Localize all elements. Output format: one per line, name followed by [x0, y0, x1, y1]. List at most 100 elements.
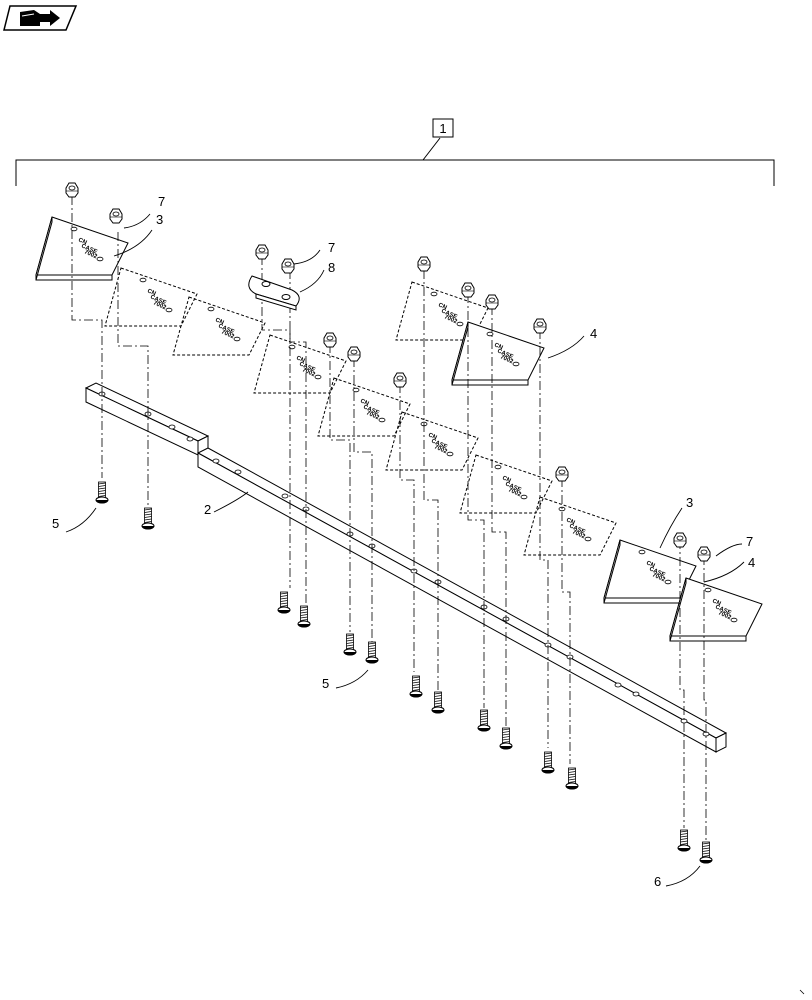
- carriage-bolt: [541, 751, 555, 774]
- section-stamp-text: CN: [77, 237, 87, 246]
- nut-nyloc: [281, 258, 295, 274]
- knife-sections: CNCASE7002CNCASE7002CNCASE7002CNCASE7002…: [35, 216, 763, 642]
- nut-nyloc: [417, 256, 431, 272]
- section-stamp-text: 7002: [301, 367, 316, 378]
- section-stamp-text: CN: [295, 355, 305, 364]
- section-stamp-text: CN: [645, 560, 655, 569]
- bar-hole: [281, 493, 289, 499]
- centerline: [703, 556, 707, 846]
- callout-nut-center: 7: [328, 240, 335, 255]
- bar-hole: [168, 424, 176, 430]
- callout-clip: 8: [328, 260, 335, 275]
- bar-hole: [186, 436, 194, 442]
- callout-bolt-end: 6: [654, 874, 661, 889]
- carriage-bolt: [477, 709, 491, 732]
- callout-bolt-left: 5: [52, 516, 59, 531]
- centerline: [561, 478, 571, 764]
- nut-nyloc: [533, 318, 547, 334]
- callout-section-right: 3: [686, 495, 693, 510]
- nut-nyloc: [65, 182, 79, 198]
- carriage-bolt: [677, 829, 691, 852]
- centerline: [539, 330, 549, 748]
- callout-bolt-mid: 5: [322, 676, 329, 691]
- fasteners: [65, 182, 713, 864]
- centerline: [329, 344, 351, 632]
- centerline: [71, 196, 103, 478]
- section-stamp-text: 7002: [83, 249, 98, 260]
- nut-nyloc: [461, 282, 475, 298]
- section-stamp-text: CN: [427, 432, 437, 441]
- callouts: 7 3 7 8 4 2 3 7 4 5 5 6: [52, 194, 755, 889]
- assembly-bracket: 1: [15, 118, 775, 186]
- section-stamp-text: CN: [437, 302, 447, 311]
- nut-nyloc: [393, 372, 407, 388]
- section-stamp-text: CN: [501, 475, 511, 484]
- corner-mark: [799, 989, 805, 995]
- nut-nyloc: [109, 208, 123, 224]
- bar-hole: [234, 469, 242, 475]
- callout-nut-right: 7: [746, 534, 753, 549]
- callout-section-a: 4: [590, 326, 597, 341]
- centerline: [423, 270, 439, 690]
- centerline: [491, 306, 507, 726]
- section-stamp-text: 7002: [433, 444, 448, 455]
- section-stamp-text: CN: [359, 398, 369, 407]
- nut-nyloc: [255, 244, 269, 260]
- carriage-bolt: [95, 481, 109, 504]
- section-stamp-text: 7002: [220, 329, 235, 340]
- carriage-bolt: [699, 841, 713, 864]
- carriage-bolt: [297, 605, 311, 628]
- nut-nyloc: [347, 346, 361, 362]
- carriage-bolt: [365, 641, 379, 664]
- centerline: [399, 384, 415, 672]
- nut-nyloc: [323, 332, 337, 348]
- centerline: [289, 270, 307, 604]
- section-stamp-text: 7002: [152, 300, 167, 311]
- centerlines: [71, 196, 707, 846]
- nut-nyloc: [673, 532, 687, 548]
- centerline: [467, 294, 485, 708]
- section-stamp-text: 7002: [499, 354, 514, 365]
- knife-bar-right: [196, 447, 728, 753]
- section-stamp-text: CN: [146, 288, 156, 297]
- nut-nyloc: [485, 294, 499, 310]
- carriage-bolt: [565, 767, 579, 790]
- assembly-label: 1: [439, 121, 446, 136]
- carriage-bolt: [409, 675, 423, 698]
- section-stamp-text: CN: [214, 317, 224, 326]
- section-stamp-text: CN: [493, 342, 503, 351]
- nut-nyloc: [555, 466, 569, 482]
- section-stamp-text: 7002: [365, 410, 380, 421]
- nav-book-button[interactable]: [3, 5, 78, 31]
- centerline: [353, 358, 373, 648]
- callout-nut-left: 7: [158, 194, 165, 209]
- bar-hole: [614, 682, 622, 688]
- section-stamp-text: 7002: [443, 314, 458, 325]
- nut-nyloc: [697, 546, 711, 562]
- section-stamp-text: 7002: [651, 572, 666, 583]
- section-stamp-text: 7002: [717, 610, 732, 621]
- bar-hole: [212, 458, 220, 464]
- section-stamp-text: CN: [565, 517, 575, 526]
- carriage-bolt: [343, 633, 357, 656]
- carriage-bolt: [277, 591, 291, 614]
- carriage-bolt: [141, 507, 155, 530]
- book-arrow-icon: [20, 10, 60, 26]
- section-stamp-text: 7002: [571, 529, 586, 540]
- centerline: [117, 232, 149, 506]
- callout-knife-bar: 2: [204, 502, 211, 517]
- section-stamp-text: 7002: [507, 487, 522, 498]
- callout-section-left: 3: [156, 212, 163, 227]
- bar-hole: [632, 691, 640, 697]
- carriage-bolt: [499, 727, 513, 750]
- callout-section-b: 4: [748, 555, 755, 570]
- knife-clip: [248, 275, 300, 311]
